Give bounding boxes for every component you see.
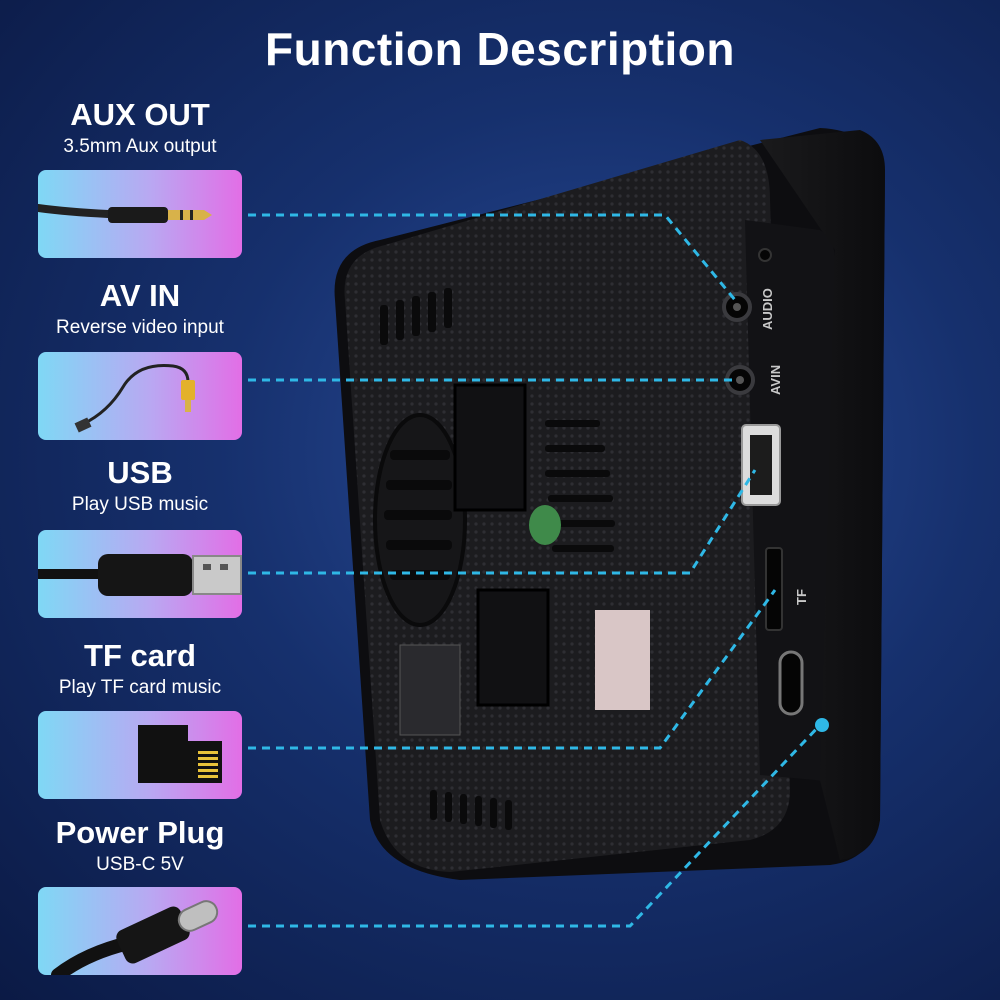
feature-tile-usb — [38, 530, 242, 618]
feature-tile-av-in — [38, 352, 242, 440]
spec-label — [399, 644, 461, 736]
audio-port-label: AUDIO — [760, 288, 775, 330]
feature-description: 3.5mm Aux output — [63, 136, 217, 157]
avin-port-label: AVIN — [768, 365, 783, 395]
feature-tile-tf-card — [38, 711, 242, 799]
feature-tile-power-plug — [38, 887, 242, 975]
feature-description: Play USB music — [71, 494, 209, 515]
green-sticker — [529, 505, 561, 545]
mount-block-upper — [453, 383, 527, 512]
feature-label: Power Plug — [55, 815, 225, 850]
tf-card-icon — [138, 725, 222, 783]
feature-tf-card: TF card Play TF card music — [38, 638, 242, 700]
indicator-light — [815, 718, 829, 732]
feature-label: USB — [107, 455, 173, 490]
feature-tile-aux-out — [38, 170, 242, 258]
reset-hole — [758, 248, 772, 262]
page-title: Function Description — [265, 23, 735, 75]
feature-av-in: AV IN Reverse video input — [38, 278, 242, 340]
feature-usb: USB Play USB music — [38, 455, 242, 517]
feature-description: USB-C 5V — [96, 854, 184, 875]
feature-description: Play TF card music — [58, 677, 222, 698]
feature-label: AV IN — [99, 278, 181, 313]
usb-c-port — [778, 650, 804, 716]
usb-cable-icon — [38, 554, 242, 596]
feature-label: TF card — [84, 638, 196, 673]
feature-power-plug: Power Plug USB-C 5V — [38, 815, 242, 877]
feature-description: Reverse video input — [56, 317, 224, 338]
tf-slot — [765, 547, 783, 631]
vent-slots-top — [380, 288, 452, 345]
rca-cable-icon — [74, 363, 195, 433]
mount-block-lower — [476, 588, 550, 707]
feature-aux-out: AUX OUT 3.5mm Aux output — [38, 97, 242, 159]
tf-port-label: TF — [794, 589, 809, 605]
feature-label: AUX OUT — [70, 97, 210, 132]
compliance-label — [595, 610, 650, 710]
aux-cable-icon — [38, 204, 212, 223]
usb-c-cable-icon — [51, 900, 219, 975]
